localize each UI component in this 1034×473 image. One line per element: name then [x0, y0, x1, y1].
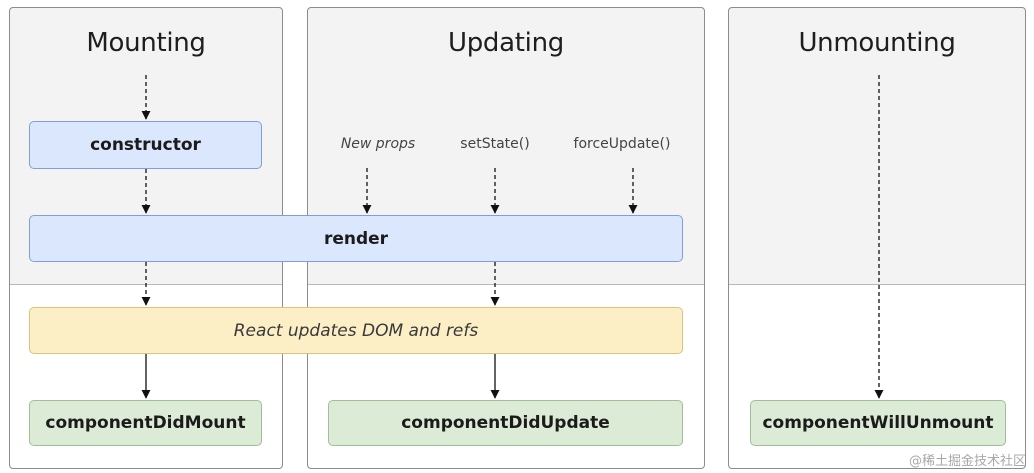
component-did-update-box: componentDidUpdate [328, 400, 683, 446]
component-will-unmount-box: componentWillUnmount [750, 400, 1006, 446]
unmounting-title: Unmounting [798, 28, 956, 58]
setstate-label: setState() [460, 136, 530, 152]
render-box: render [29, 215, 683, 262]
new-props-label: New props [340, 136, 416, 152]
phase-divider [308, 284, 704, 285]
constructor-box: constructor [29, 121, 262, 169]
updating-title: Updating [448, 28, 564, 58]
watermark: @稀土掘金技术社区 [908, 454, 1026, 469]
forceupdate-label: forceUpdate() [573, 136, 671, 152]
unmounting-column: Unmounting [728, 7, 1026, 469]
component-did-mount-box: componentDidMount [29, 400, 262, 446]
mounting-title: Mounting [86, 28, 206, 58]
phase-divider [729, 284, 1025, 285]
react-updates-dom-box: React updates DOM and refs [29, 307, 683, 354]
